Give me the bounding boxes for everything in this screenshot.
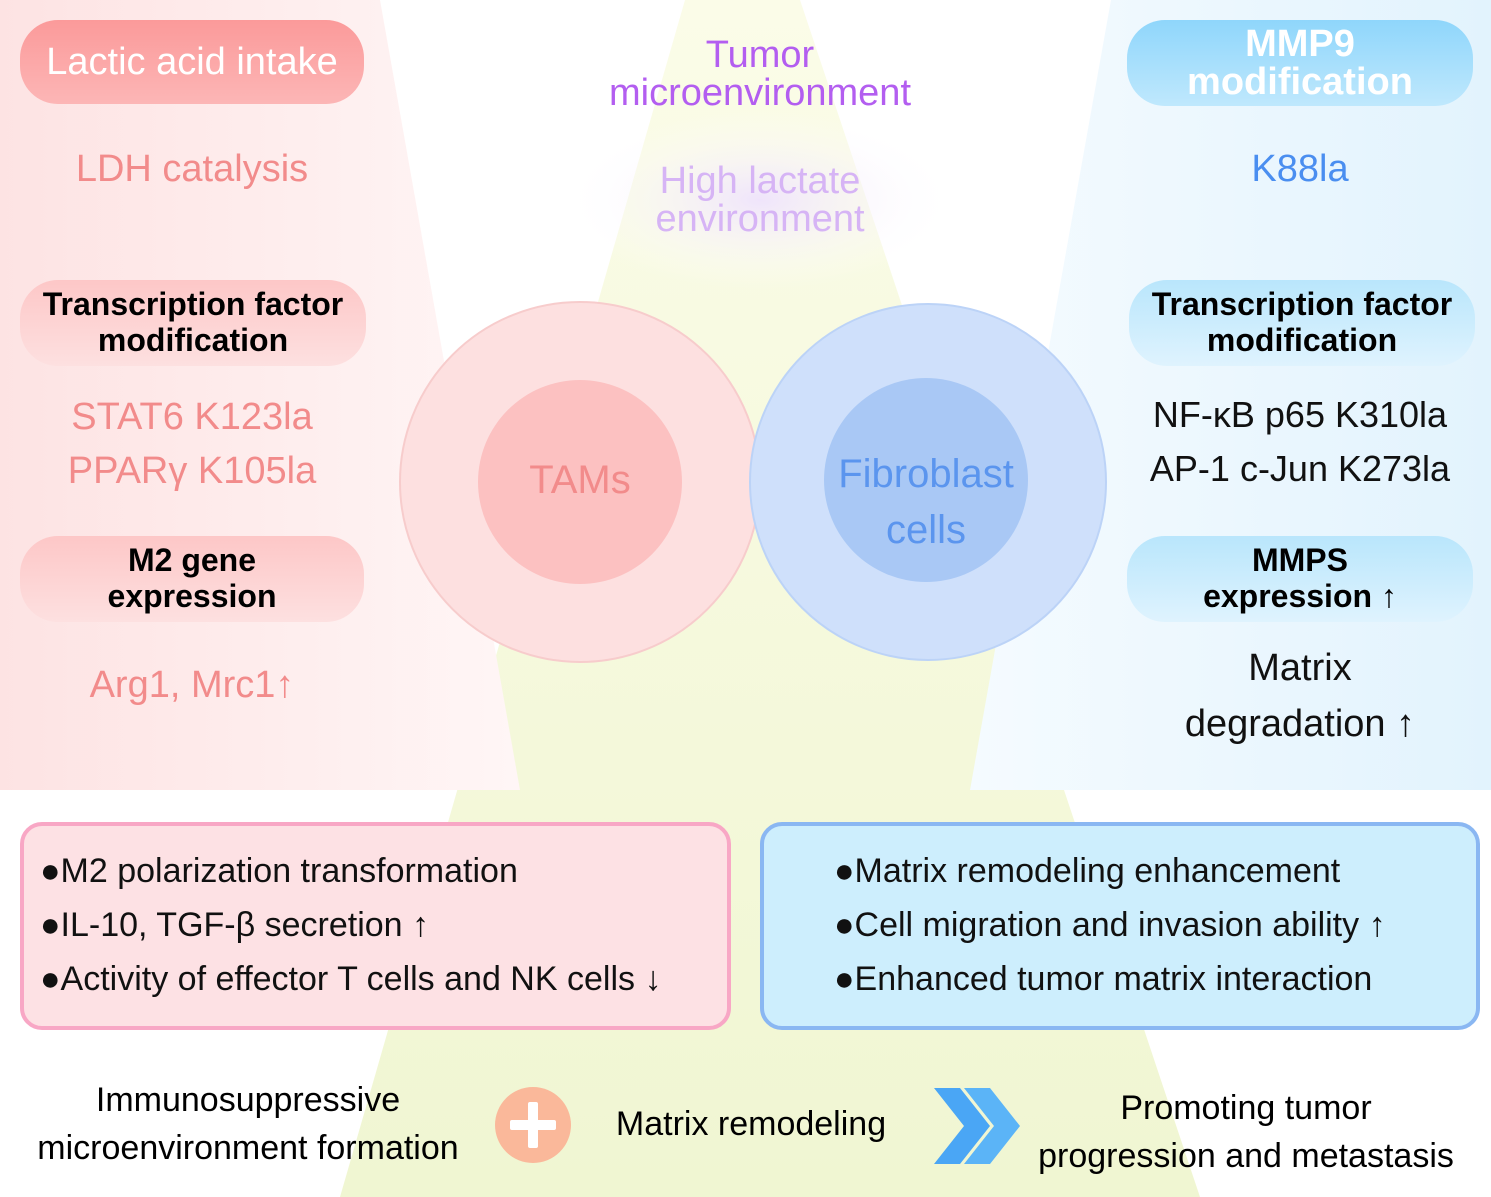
tams-inner-circle [478,380,682,584]
fibroblast-effect-item: ●Matrix remodeling enhancement [834,852,1341,890]
fibroblast-label: Fibroblast cells [838,452,1014,552]
lactic-acid-intake-header: Lactic acid intake [20,20,364,104]
promoting-tumor-text: Promoting tumor progression and metastas… [1038,1089,1454,1175]
k88la-text: K88la [1251,148,1349,190]
ap1-text: AP-1 c-Jun K273la [1149,448,1451,489]
fibroblast-inner-circle [824,378,1028,582]
right-tf-modification-header: Transcription factor modification [1129,280,1475,366]
matrix-degradation-text: Matrix degradation ↑ [1184,647,1416,745]
matrix-remodeling-text: Matrix remodeling [615,1105,887,1143]
mmps-expression-header: MMPS expression ↑ [1127,536,1473,622]
plus-icon [495,1087,571,1163]
mmp9-modification-header: MMP9 modification [1127,20,1473,106]
m2-gene-expression-header: M2 gene expression [20,536,364,622]
immunosuppressive-text: Immunosuppressive microenvironment forma… [37,1081,459,1167]
high-lactate-subtitle: High lactate environment [655,160,865,240]
tams-effect-item: ●Activity of effector T cells and NK cel… [40,960,662,998]
left-tf-modification-header: Transcription factor modification [20,280,366,366]
fibroblast-effect-item: ●Cell migration and invasion ability ↑ [834,906,1386,944]
fibroblast-effects-box: ●Matrix remodeling enhancement ●Cell mig… [760,822,1480,1030]
tams-effects-box: ●M2 polarization transformation ●IL-10, … [20,822,731,1030]
stat6-text: STAT6 K123la [71,396,313,438]
ppar-text: PPARγ K105la [67,450,317,492]
tams-label: TAMs [529,458,631,502]
tams-effect-item: ●IL-10, TGF-β secretion ↑ [40,906,430,944]
arg1-mrc1-text: Arg1, Mrc1↑ [89,664,295,706]
nfkb-text: NF-κB p65 K310la [1152,394,1448,435]
double-chevron-right-icon [934,1088,1020,1164]
tams-effect-item: ●M2 polarization transformation [40,852,518,890]
ldh-catalysis-text: LDH catalysis [75,148,309,190]
microenvironment-title: Tumor microenvironment [609,34,911,114]
fibroblast-effect-item: ●Enhanced tumor matrix interaction [834,960,1373,998]
